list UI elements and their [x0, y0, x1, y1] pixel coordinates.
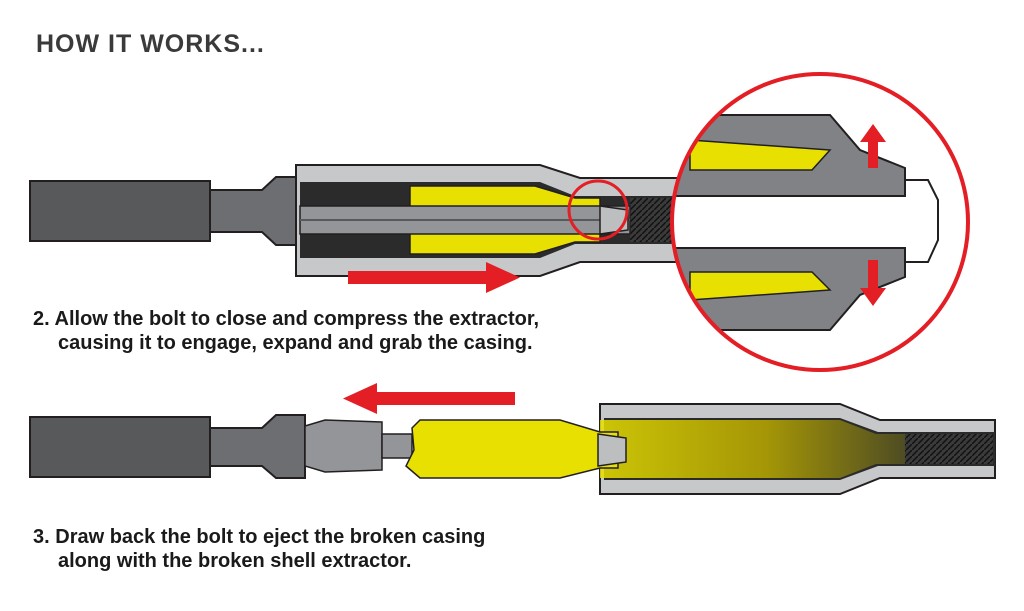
bolt-top — [29, 176, 303, 246]
step-2-line-2: causing it to engage, expand and grab th… — [58, 332, 533, 354]
detail-marker-small — [567, 179, 629, 241]
diagram-heading: HOW IT WORKS... — [36, 30, 265, 58]
chamber-top — [295, 164, 691, 277]
step-3-line-1: Draw back the bolt to eject the broken c… — [55, 526, 486, 548]
step-3-number: 3. — [33, 526, 50, 548]
step-3-line-2: along with the broken shell extractor. — [58, 550, 412, 572]
arrow-forward — [348, 262, 520, 293]
ejected-casing — [405, 419, 627, 479]
arrow-backward — [343, 383, 515, 414]
step-2-caption: 2. Allow the bolt to close and compress … — [33, 307, 539, 355]
bolt-bottom — [29, 414, 413, 479]
chamber-bottom — [599, 403, 996, 495]
step-2-line-1: Allow the bolt to close and compress the… — [54, 308, 540, 330]
zoom-detail — [670, 72, 970, 372]
step-3-caption: 3. Draw back the bolt to eject the broke… — [33, 525, 485, 573]
step-2-number: 2. — [33, 308, 50, 330]
